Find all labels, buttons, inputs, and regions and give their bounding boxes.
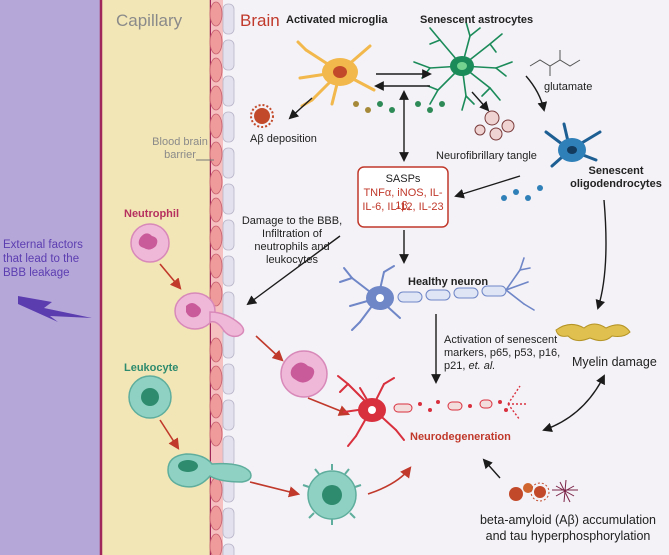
capillary-label: Capillary — [116, 11, 183, 30]
leukocyte-transmigrating — [167, 453, 252, 488]
leukocyte-label: Leukocyte — [124, 362, 179, 374]
neurodegenerating-neuron-cell — [337, 375, 526, 447]
activation-text: Activation of senescent markers, p65, p5… — [444, 334, 568, 373]
amyloid-text: beta-amyloid (Aβ) accumulation and tau h… — [479, 513, 656, 543]
sasps-box — [357, 166, 449, 228]
external-factors-text: External factors that lead to the BBB le… — [3, 239, 83, 280]
neutrophil-cell — [130, 223, 170, 263]
activation-etal-text: et. al. — [468, 359, 496, 372]
senescent-astrocytes-label: Senescent astrocytes — [420, 14, 534, 26]
neurofibrillary-tangle-label: Neurofibrillary tangle — [436, 150, 537, 162]
external-factors-panel — [0, 0, 101, 555]
lightning-icon — [18, 296, 92, 322]
sasps-line1: TNFα, iNOS, IL-1β, — [363, 187, 443, 212]
leukocyte-infiltrated — [302, 464, 362, 525]
activated-microglia-cell — [296, 40, 376, 108]
neutrophil-label: Neutrophil — [124, 208, 179, 220]
black-arrows — [246, 69, 607, 479]
glutamate-label: glutamate — [544, 81, 593, 93]
tau-fibrils — [552, 479, 578, 503]
amyloid-blobs — [509, 482, 550, 502]
activated-microglia-label: Activated microglia — [286, 14, 388, 26]
bbb-label: Blood brain barrier — [152, 136, 208, 161]
neurodegeneration-label: Neurodegeneration — [410, 431, 511, 443]
myelin-damage-label: Myelin damage — [572, 355, 657, 369]
sasps-title: SASPs — [385, 173, 421, 185]
leukocyte-cell — [128, 375, 172, 419]
bbb-damage-text: Damage to the BBB, Infiltration of neutr… — [241, 215, 343, 266]
myelin-damage-shape — [555, 323, 631, 342]
healthy-neuron-label: Healthy neuron — [408, 276, 489, 288]
senescent-oligodendrocytes-label: Senescent oligodendrocytes — [570, 165, 662, 190]
red-migration-arrows — [159, 263, 412, 498]
brain-label: Brain — [240, 11, 280, 30]
abeta-deposition-blob — [250, 104, 274, 128]
activation-main-text: Activation of senescent markers, p65, p5… — [444, 334, 561, 372]
endothelial-cells — [209, 0, 223, 555]
neutrophil-transmigrating — [174, 292, 245, 338]
sasps-line2: IL-6, IL-12, IL-23 — [362, 201, 444, 213]
abeta-deposition-label: Aβ deposition — [250, 133, 317, 145]
neurofibrillary-tangle-blobs — [474, 110, 515, 141]
senescent-astrocyte-cell — [413, 21, 513, 111]
healthy-neuron-cell — [339, 257, 535, 331]
senescent-oligodendrocyte-cell — [544, 122, 602, 168]
secretion-dots — [353, 101, 543, 201]
neutrophil-infiltrated — [280, 350, 328, 398]
glutamate-molecule — [529, 50, 581, 76]
